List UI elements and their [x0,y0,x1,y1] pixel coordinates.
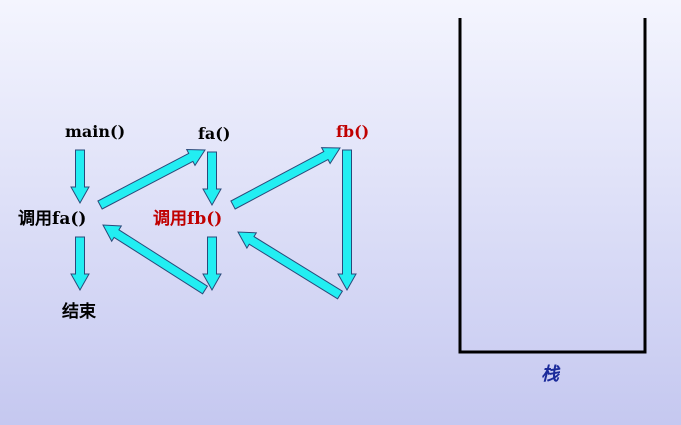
arrow-main-to-call-fa [70,149,90,205]
arrow-call-fb-to-fb [230,147,341,210]
fa-label: fa() [198,124,231,143]
arrow-fa-to-call-fb [202,151,222,207]
call-fa-label: 调用fa() [18,209,87,229]
main-label: main() [65,122,126,141]
arrow-fa-return-to-call-fa [102,224,209,295]
end-label: 结束 [62,302,96,322]
arrow-call-fb-down [202,236,222,292]
arrow-fb-return-to-call-fb [237,231,344,300]
arrow-call-fa-to-fa [97,148,206,210]
stack-label: 栈 [541,364,559,385]
arrow-call-fa-to-end [70,236,90,292]
call-fb-label: 调用fb() [153,209,223,229]
stack-container [458,18,647,354]
arrow-fb-down [337,149,357,292]
fb-label: fb() [336,122,370,141]
